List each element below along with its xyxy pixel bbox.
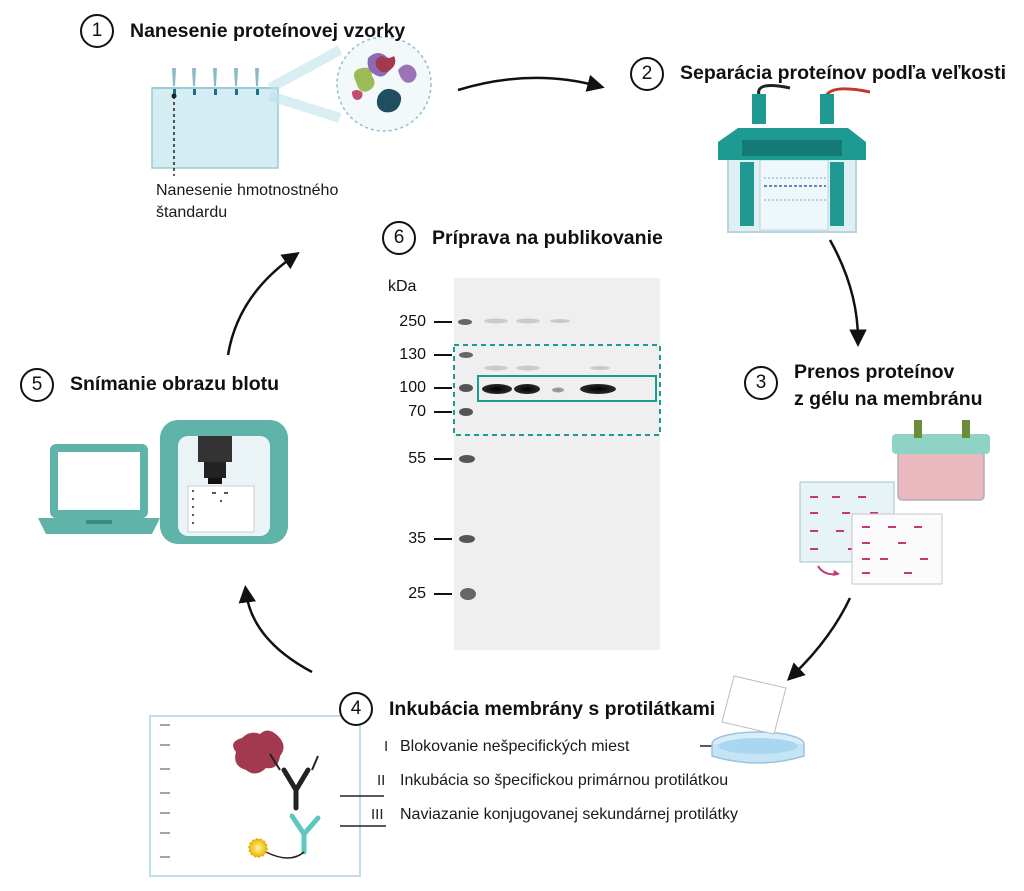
marker-70: 70	[408, 403, 426, 420]
enzyme-conjugate	[248, 838, 268, 858]
blot-unit-label: kDa	[388, 278, 417, 295]
arrow-3-to-4	[786, 597, 852, 681]
step-4-title: Inkubácia membrány s protilátkami	[389, 698, 716, 720]
marker-100: 100	[399, 379, 426, 396]
step-1-title: Nanesenie proteínovej vzorky	[130, 20, 406, 42]
step-5-title: Snímanie obrazu blotu	[70, 373, 280, 395]
incubation-illustration	[149, 675, 805, 877]
marker-35: 35	[408, 530, 426, 547]
target-protein	[233, 730, 284, 774]
step-2-number: 2	[630, 57, 664, 91]
ladder-label-line2: štandardu	[156, 204, 228, 221]
step-3-number: 3	[744, 366, 778, 400]
transfer-illustration	[799, 420, 990, 585]
substep-2-text: Inkubácia so špecifickou primárnou proti…	[400, 772, 729, 789]
western-blot-image	[434, 278, 661, 650]
imager	[160, 420, 288, 544]
arrow-4-to-5	[238, 585, 313, 674]
step-1-number: 1	[80, 14, 114, 48]
pipette-tips	[172, 68, 259, 86]
substep-1-roman: I	[384, 738, 389, 755]
protein-blobs	[352, 53, 417, 113]
arrow-5-to-1	[226, 251, 300, 356]
step-2-title: Separácia proteínov podľa veľkosti	[680, 62, 1007, 84]
imaging-illustration	[38, 420, 288, 544]
crop-outer-box	[453, 344, 661, 436]
marker-130: 130	[399, 346, 426, 363]
gel-slab	[151, 87, 279, 169]
step-3-title-line1: Prenos proteínov	[794, 361, 955, 383]
substep-1-text: Blokovanie nešpecifických miest	[400, 738, 630, 755]
marker-55: 55	[408, 450, 426, 467]
sample-zoom-circle	[336, 36, 432, 132]
petri-dish	[711, 675, 805, 764]
marker-25: 25	[408, 585, 426, 602]
arrow-2-to-3	[828, 239, 867, 347]
substep-3-text: Naviazanie konjugovanej sekundárnej prot…	[400, 806, 738, 823]
sample-loading-illustration	[151, 36, 432, 176]
arrow-1-to-2	[457, 74, 605, 92]
step-6-number: 6	[382, 221, 416, 255]
substep-3-roman: III	[371, 806, 384, 823]
cycle-arrows	[226, 74, 867, 681]
step-5-number: 5	[20, 368, 54, 402]
electrophoresis-tank-illustration	[718, 84, 871, 233]
ladder-lane	[458, 319, 476, 600]
step-4-number: 4	[339, 692, 373, 726]
marker-250: 250	[399, 313, 426, 330]
laptop	[38, 444, 160, 534]
primary-antibody	[281, 767, 311, 811]
crop-inner-box	[477, 375, 657, 402]
ladder-label-line1: Nanesenie hmotnostného	[156, 182, 339, 199]
step-3-title-line2: z gélu na membránu	[794, 388, 983, 410]
substep-2-roman: II	[377, 772, 386, 789]
step-6-title: Príprava na publikovanie	[432, 227, 663, 249]
secondary-antibody	[289, 813, 321, 855]
